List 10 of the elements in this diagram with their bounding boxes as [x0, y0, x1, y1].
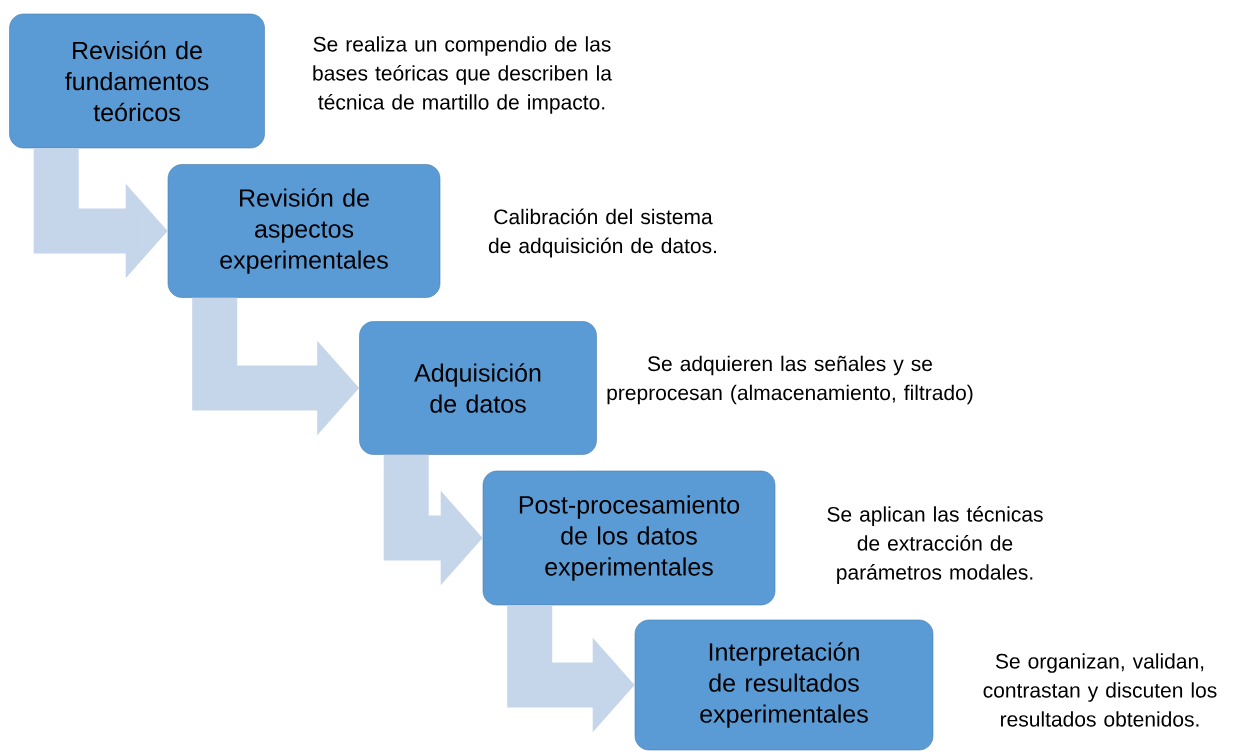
description-text: Calibración del sistema de adquisición de datos. [488, 208, 716, 258]
process-box: Revisión de aspectos experimentales [167, 164, 441, 298]
process-box: Adquisición de datos [359, 321, 597, 455]
process-box: Interpretación de resultados experimentales [634, 619, 934, 751]
description-text: Se organizan, validan, contrastan y discuten los resultados obtenidos. [983, 653, 1217, 727]
description-text: Se realiza un compendio de las bases teóricas que describen la técnica de martillo de impacto. [313, 36, 612, 114]
process-box: Revisión de fundamentos teóricos [9, 13, 265, 149]
description-text: Se adquieren las señales y se preprocesan (almacenamiento, filtrado) [607, 355, 973, 405]
description-text: Se aplican las técnicas de extracción de parámetros modales. [827, 506, 1043, 584]
process-box: Post-procesamiento de los datos experimentales [482, 470, 776, 606]
